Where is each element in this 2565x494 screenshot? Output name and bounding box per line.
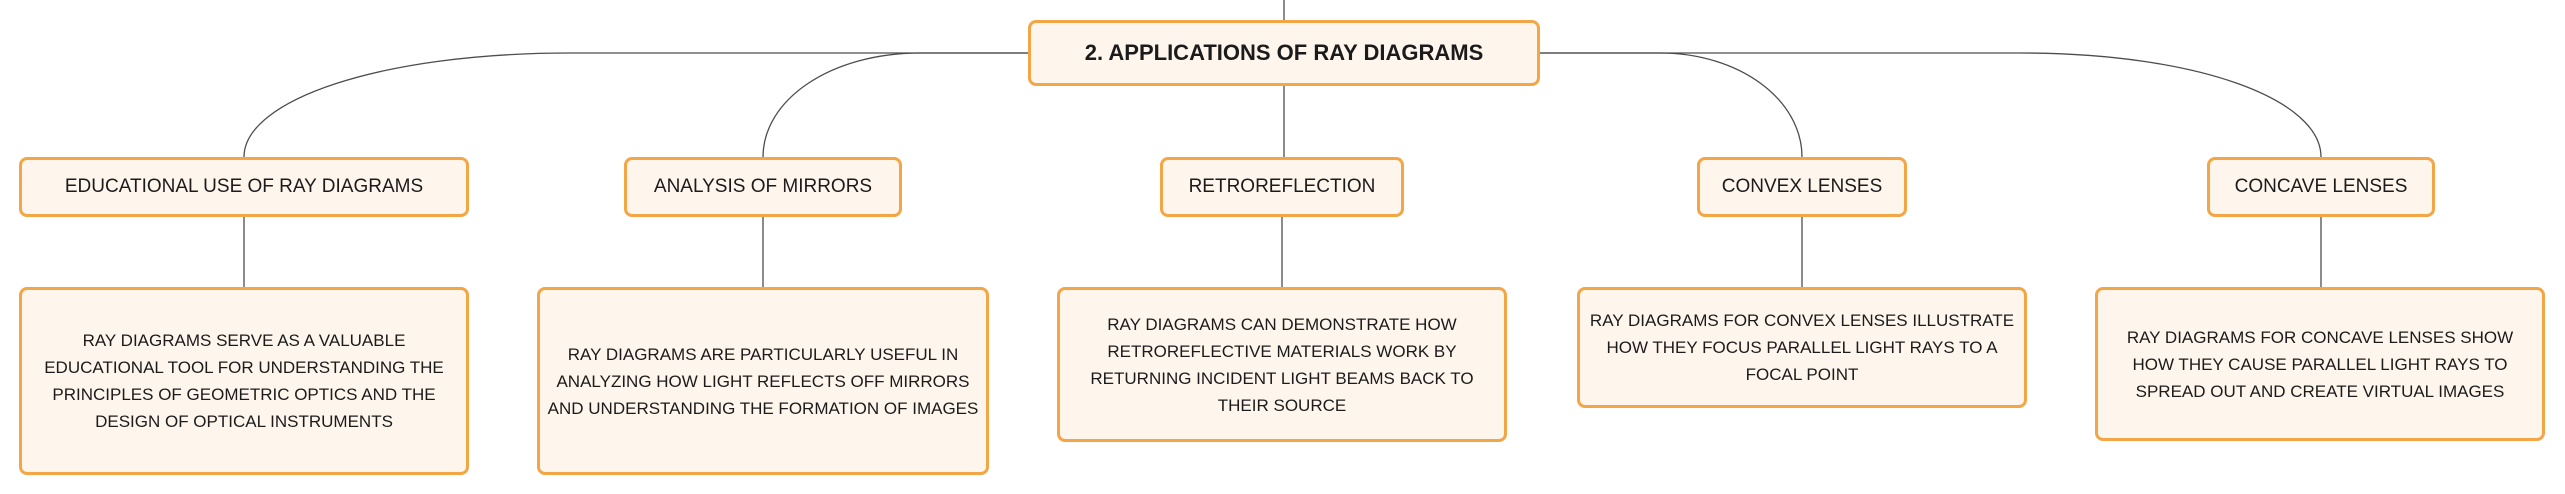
root-topic-applications-of-ray-diagrams[interactable]: 2. APPLICATIONS OF RAY DIAGRAMS: [1028, 20, 1540, 86]
detail-educational-use-of-ray-diagrams[interactable]: RAY DIAGRAMS SERVE AS A VALUABLE EDUCATI…: [19, 287, 469, 475]
connector-root-to-concave-lenses: [1540, 52, 2322, 158]
topic-convex-lenses[interactable]: CONVEX LENSES: [1697, 157, 1907, 217]
detail-concave-lenses[interactable]: RAY DIAGRAMS FOR CONCAVE LENSES SHOW HOW…: [2095, 287, 2545, 441]
connector-root-to-educational-use: [243, 52, 1028, 158]
topic-analysis-of-mirrors[interactable]: ANALYSIS OF MIRRORS: [624, 157, 902, 217]
detail-convex-lenses[interactable]: RAY DIAGRAMS FOR CONVEX LENSES ILLUSTRAT…: [1577, 287, 2027, 408]
detail-analysis-of-mirrors[interactable]: RAY DIAGRAMS ARE PARTICULARLY USEFUL IN …: [537, 287, 989, 475]
topic-educational-use-of-ray-diagrams[interactable]: EDUCATIONAL USE OF RAY DIAGRAMS: [19, 157, 469, 217]
connector-root-to-convex-lenses: [1540, 52, 1803, 158]
connector-root-to-analysis-of-mirrors: [762, 52, 1028, 158]
topic-retroreflection[interactable]: RETROREFLECTION: [1160, 157, 1404, 217]
topic-concave-lenses[interactable]: CONCAVE LENSES: [2207, 157, 2435, 217]
detail-retroreflection[interactable]: RAY DIAGRAMS CAN DEMONSTRATE HOW RETRORE…: [1057, 287, 1507, 442]
